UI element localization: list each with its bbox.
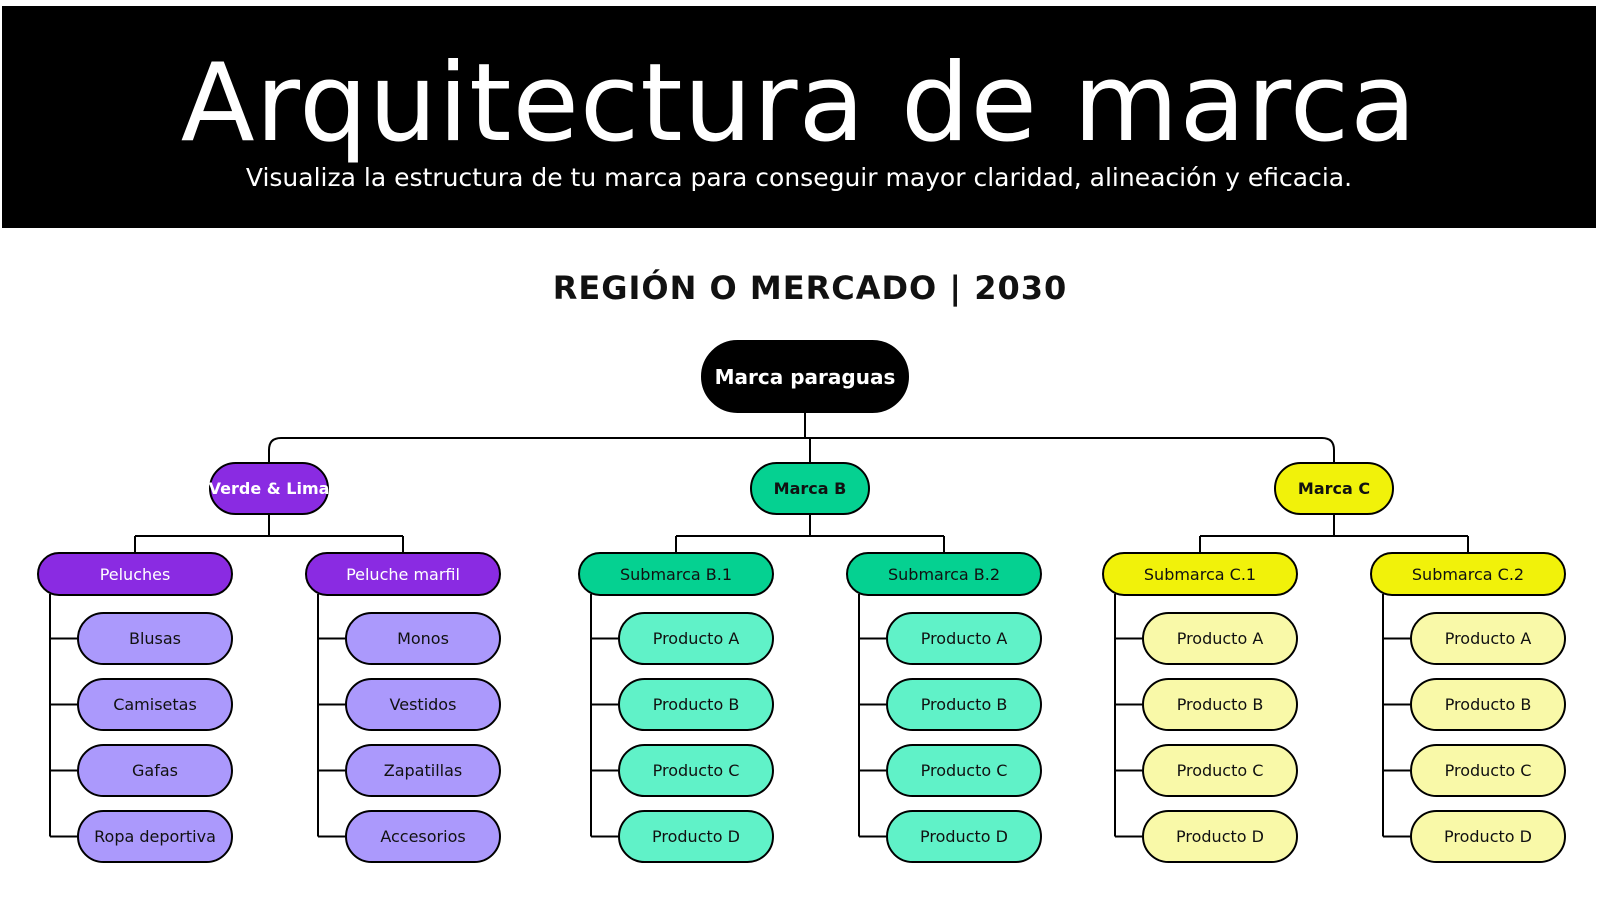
product-node: Producto C [618, 744, 774, 797]
product-node: Zapatillas [345, 744, 501, 797]
product-node: Monos [345, 612, 501, 665]
product-node: Producto B [1410, 678, 1566, 731]
product-node: Camisetas [77, 678, 233, 731]
product-node: Ropa deportiva [77, 810, 233, 863]
subbrand-node: Peluche marfil [305, 552, 501, 596]
product-node: Producto D [886, 810, 1042, 863]
product-node: Producto B [1142, 678, 1298, 731]
subbrand-node: Submarca B.1 [578, 552, 774, 596]
product-node: Vestidos [345, 678, 501, 731]
subbrand-node: Peluches [37, 552, 233, 596]
subbrand-node: Submarca C.2 [1370, 552, 1566, 596]
product-node: Producto A [618, 612, 774, 665]
product-node: Producto C [1142, 744, 1298, 797]
product-node: Producto B [886, 678, 1042, 731]
page-title: Arquitectura de marca [180, 41, 1418, 166]
page-subtitle: Visualiza la estructura de tu marca para… [245, 163, 1353, 192]
product-node: Producto A [886, 612, 1042, 665]
product-node: Producto B [618, 678, 774, 731]
product-node: Producto D [1410, 810, 1566, 863]
product-node: Producto C [886, 744, 1042, 797]
product-node: Producto A [1410, 612, 1566, 665]
brand-node: Verde & Lima [209, 462, 329, 515]
product-node: Producto A [1142, 612, 1298, 665]
product-node: Producto C [1410, 744, 1566, 797]
product-node: Accesorios [345, 810, 501, 863]
brand-node: Marca C [1274, 462, 1394, 515]
subbrand-node: Submarca C.1 [1102, 552, 1298, 596]
brand-node: Marca B [750, 462, 870, 515]
root-brand-node: Marca paraguas [701, 340, 909, 413]
region-heading: REGIÓN O MERCADO | 2030 [552, 269, 1068, 307]
product-node: Gafas [77, 744, 233, 797]
subbrand-node: Submarca B.2 [846, 552, 1042, 596]
product-node: Producto D [618, 810, 774, 863]
product-node: Blusas [77, 612, 233, 665]
product-node: Producto D [1142, 810, 1298, 863]
header-banner: Arquitectura de marca Visualiza la estru… [2, 6, 1596, 228]
